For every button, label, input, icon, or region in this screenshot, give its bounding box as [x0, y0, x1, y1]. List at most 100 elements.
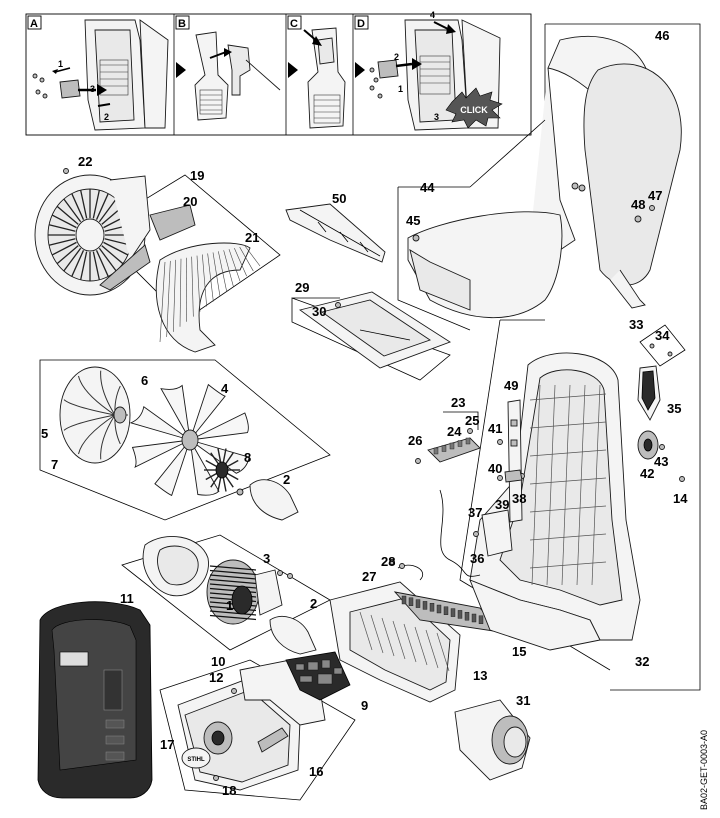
duct-line	[159, 261, 166, 343]
part-label-33: 33	[629, 317, 643, 332]
part-label-44: 44	[420, 180, 435, 195]
fan-cover-spoke	[63, 247, 82, 272]
part-label-14: 14	[673, 491, 688, 506]
switch-pin	[465, 437, 471, 445]
fan-wheel-8	[204, 448, 240, 492]
terminal-pin	[422, 601, 428, 610]
part-label-9: 9	[361, 698, 368, 713]
housing-rib	[392, 620, 406, 660]
terminal-pin	[457, 610, 463, 619]
panel-b-label: B	[178, 18, 186, 30]
part-label-42: 42	[640, 466, 654, 481]
motor-winding	[209, 565, 257, 571]
fan-cover-spoke	[48, 224, 76, 232]
part-label-23: 23	[451, 395, 465, 410]
board-component	[295, 663, 305, 671]
harness-group	[529, 23, 701, 691]
part-label-20: 20	[183, 194, 197, 209]
impeller-housing-6	[59, 366, 131, 464]
duct-line	[223, 250, 234, 287]
frame-rib-h	[529, 561, 607, 569]
fan-wheel-vane	[205, 472, 217, 481]
impeller-blade	[189, 439, 220, 496]
main-frame-group	[459, 319, 641, 671]
fan-cover-spoke	[48, 238, 76, 246]
hip-pad-group	[397, 119, 563, 331]
board-component	[317, 673, 333, 685]
motor-group	[121, 534, 331, 655]
fan-wheel-vane	[205, 459, 217, 468]
duct-line	[244, 245, 261, 267]
motor-winding	[209, 578, 257, 585]
fan-cover-spoke	[71, 193, 85, 220]
fan-cone-2b	[269, 616, 317, 655]
part-label-31: 31	[516, 693, 530, 708]
housing-vane	[63, 414, 116, 431]
fan-cover-spoke	[103, 241, 129, 256]
frame-rib-h	[529, 421, 607, 429]
part-label-43: 43	[654, 454, 668, 469]
duct-line	[166, 260, 171, 337]
fan-cover-spoke	[92, 251, 100, 280]
part-label-19: 19	[190, 168, 204, 183]
fan-cover-spoke	[92, 190, 100, 219]
frame-rib-h	[529, 505, 607, 513]
panel-d-callout-4: 4	[430, 10, 435, 20]
housing-vane	[100, 370, 116, 416]
switch-pin	[441, 445, 447, 452]
part-label-3: 3	[263, 551, 270, 566]
terminal-pin	[415, 599, 421, 608]
part-label-25: 25	[465, 413, 479, 428]
impeller-blade	[189, 412, 249, 441]
part-label-47: 47	[648, 188, 662, 203]
duct-line	[207, 253, 214, 302]
part-label-12: 12	[209, 670, 223, 685]
fan-wheel-vane	[217, 477, 222, 492]
switch-plate-36	[481, 509, 513, 557]
fan-wheel-vane	[227, 472, 239, 481]
part-label-6: 6	[141, 373, 148, 388]
panel-a-callout-1: 1	[58, 59, 63, 69]
fan-wheel-vane	[210, 452, 219, 465]
click-burst	[445, 87, 503, 129]
fan-cover-spoke	[56, 245, 79, 265]
panel-d-callout-2: 2	[394, 52, 399, 62]
lower-housing-group	[329, 559, 502, 703]
impeller-blade	[160, 384, 191, 441]
clip-group	[637, 324, 686, 482]
part-label-40: 40	[488, 461, 502, 476]
panel-b: B	[175, 15, 281, 121]
terminal-pin	[450, 608, 456, 617]
impeller-blade	[131, 439, 191, 469]
impeller-blade	[154, 439, 191, 497]
duct-line	[239, 246, 254, 272]
part-label-39: 39	[495, 497, 509, 512]
impeller-blade	[189, 383, 226, 441]
fan-wheel-vane	[225, 475, 234, 488]
duct-line	[202, 254, 207, 307]
part-label-10: 10	[211, 654, 225, 669]
part-label-41: 41	[488, 421, 502, 436]
part-label-48: 48	[631, 197, 645, 212]
frame-rib-v	[576, 384, 586, 586]
part-label-35: 35	[667, 401, 681, 416]
impeller-group	[39, 359, 331, 521]
fan-cover-group	[34, 168, 281, 353]
fan-wheel-vane	[222, 448, 227, 463]
fan-cover-spoke	[63, 198, 82, 223]
terminal-pin	[443, 606, 449, 615]
part-label-27: 27	[362, 569, 376, 584]
fan-cover-spoke	[98, 198, 117, 223]
part-label-32: 32	[635, 654, 649, 669]
instruction-panels-frame	[25, 13, 532, 136]
fan-cover-spoke	[56, 205, 79, 225]
switch-group	[415, 399, 525, 577]
motor-winding	[209, 569, 257, 576]
housing-rib	[403, 623, 417, 663]
motor-winding	[209, 574, 257, 580]
duct-line	[179, 258, 182, 327]
housing-vane	[78, 414, 116, 455]
part-label-38: 38	[512, 491, 526, 506]
fan-cover-spoke	[80, 251, 88, 280]
part-label-28: 28	[381, 554, 395, 569]
